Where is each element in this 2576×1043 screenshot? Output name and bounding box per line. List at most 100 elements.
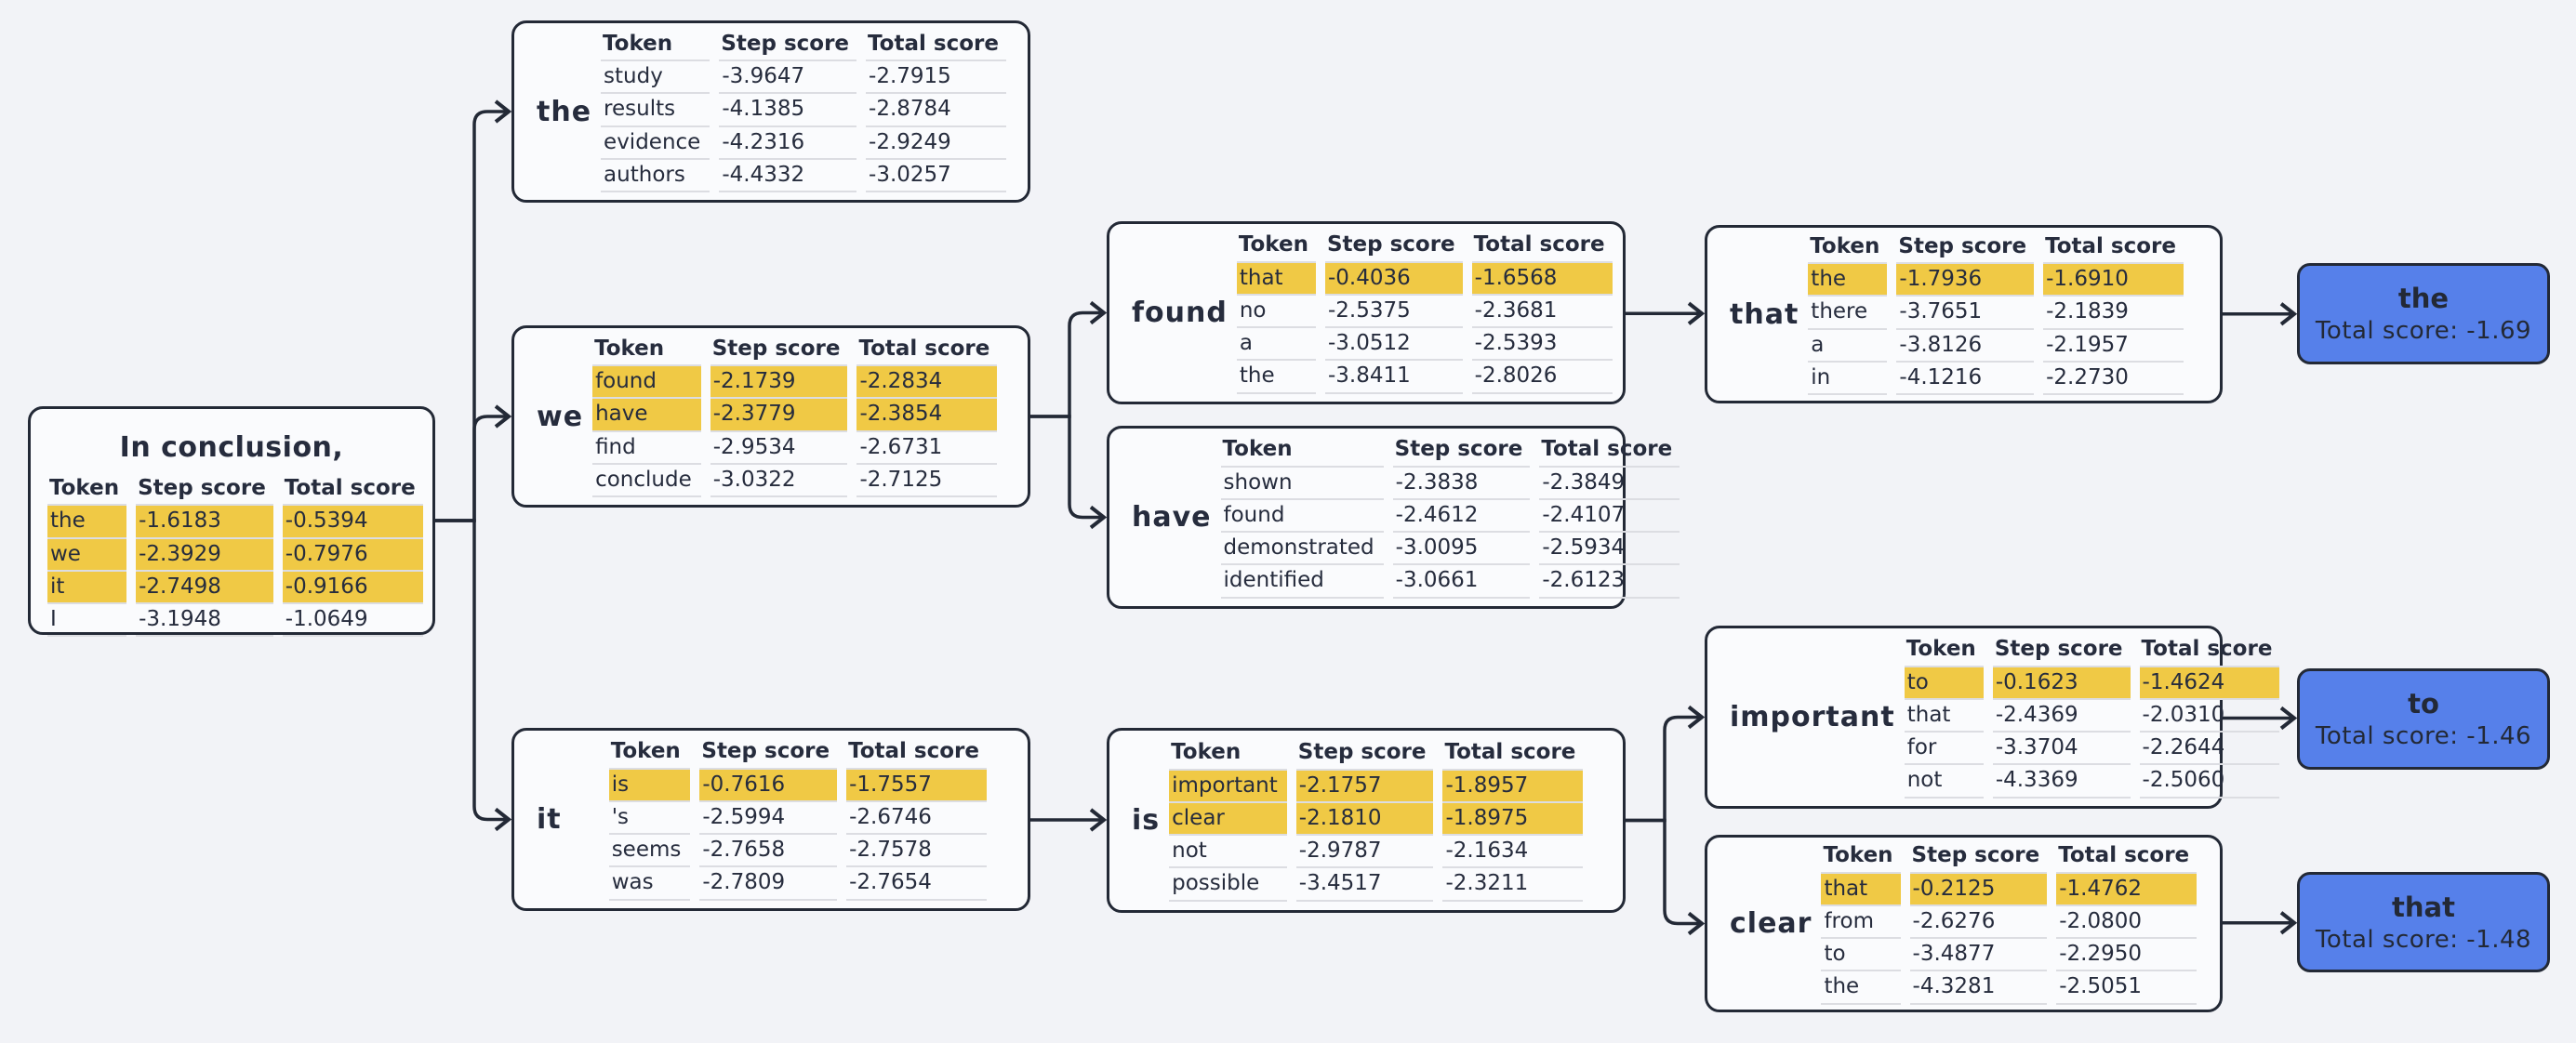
token-cell: we [47, 538, 127, 572]
token-cell: a [1236, 328, 1316, 362]
table-header-cell: Step score [1295, 739, 1434, 771]
step-cell: -4.1385 [719, 94, 857, 127]
total-cell: -2.0800 [2056, 906, 2198, 940]
table-row: results-4.1385-2.8784 [601, 94, 1006, 127]
edge-we-to-found [1030, 300, 1108, 418]
table-row: not-2.9787-2.1634 [1169, 836, 1584, 869]
token-cell: study [601, 61, 710, 95]
total-cell: -2.5051 [2056, 971, 2198, 1005]
token-cell: that [1904, 700, 1984, 733]
token-cell: found [1220, 500, 1384, 534]
final-total-score: Total score: -1.69 [2315, 317, 2532, 345]
step-cell: -3.0661 [1392, 565, 1531, 599]
table-row: there-3.7651-2.1839 [1808, 297, 2184, 330]
step-cell: -0.4036 [1324, 262, 1463, 296]
token-cell: there [1808, 297, 1888, 330]
token-cell: evidence [601, 127, 710, 160]
total-cell: -2.8784 [866, 94, 1006, 127]
total-cell: -2.2644 [2139, 733, 2280, 766]
token-cell: have [592, 399, 701, 432]
table-header-cell: Step score [136, 475, 273, 507]
total-cell: -3.0257 [866, 160, 1006, 193]
step-cell: -0.7616 [699, 769, 838, 802]
token-cell: the [47, 506, 127, 539]
step-cell: -3.7651 [1896, 297, 2035, 330]
table-header-cell: Step score [1896, 233, 2035, 265]
step-cell: -3.4877 [1909, 939, 2048, 972]
step-cell: -3.0512 [1324, 328, 1463, 362]
step-cell: -2.1810 [1295, 802, 1434, 837]
edge-is-to-important [1626, 705, 1706, 823]
token-cell: authors [601, 160, 710, 193]
step-cell: -2.7809 [699, 867, 838, 901]
total-cell: -2.3849 [1539, 468, 1680, 500]
table-row: possible-3.4517-2.3211 [1169, 868, 1584, 902]
total-cell: -2.5060 [2139, 765, 2280, 799]
token-cell: from [1821, 906, 1901, 940]
table-row: was-2.7809-2.7654 [608, 867, 987, 901]
table-row: have-2.3779-2.3854 [592, 399, 998, 432]
token-cell: that [1821, 873, 1901, 906]
table-header-cell: Token [608, 738, 691, 770]
step-cell: -3.0095 [1392, 533, 1531, 566]
table-row: that-2.4369-2.0310 [1904, 700, 2280, 733]
table-row: is-0.7616-1.7557 [608, 769, 987, 802]
table-header-cell: Step score [699, 738, 838, 770]
table-row: we-2.3929-0.7976 [47, 538, 423, 572]
final-token-label: to [2408, 688, 2439, 720]
final-token-label: the [2397, 283, 2450, 314]
token-cell: find [592, 432, 701, 465]
total-cell: -2.2950 [2056, 939, 2198, 972]
table-row: found-2.4612-2.4107 [1220, 500, 1680, 534]
token-cell: it [47, 571, 127, 605]
table-header-cell: Token [1821, 842, 1901, 874]
step-cell: -4.4332 [719, 160, 857, 193]
step-cell: -4.3281 [1909, 971, 2048, 1005]
table-row: the-4.3281-2.5051 [1821, 971, 2198, 1005]
table-header-cell: Step score [710, 336, 848, 367]
table-header-cell: Total score [2056, 842, 2198, 874]
token-cell: possible [1169, 868, 1287, 902]
table-header-cell: Token [1220, 436, 1384, 468]
token-cell: clear [1169, 802, 1287, 837]
table-row: in-4.1216-2.2730 [1808, 363, 2184, 396]
table-row: it-2.7498-0.9166 [47, 571, 423, 605]
table-row: to-3.4877-2.2950 [1821, 939, 2198, 972]
step-cell: -2.5375 [1324, 296, 1463, 329]
table-row: a-3.8126-2.1957 [1808, 330, 2184, 363]
step-cell: -2.7658 [699, 835, 838, 868]
total-cell: -2.1634 [1442, 836, 1584, 869]
final-total-score: Total score: -1.46 [2315, 722, 2532, 750]
total-cell: -1.7557 [846, 769, 987, 802]
edge-is-to-clear [1626, 818, 1706, 936]
step-cell: -2.1757 [1295, 770, 1434, 803]
table-row: for-3.3704-2.2644 [1904, 733, 2280, 766]
table-header-cell: Total score [856, 336, 998, 367]
table-header-cell: Token [1808, 233, 1888, 265]
table-header-cell: Token [601, 31, 710, 62]
edge-root-to-the [435, 99, 512, 522]
total-cell: -0.9166 [282, 571, 423, 605]
table-header-cell: Total score [2139, 636, 2280, 667]
table-header-cell: Token [1236, 231, 1316, 263]
token-cell: the [1821, 971, 1901, 1005]
total-cell: -2.9249 [866, 127, 1006, 160]
table-header-cell: Token [1904, 636, 1984, 667]
table-row: a-3.0512-2.5393 [1236, 328, 1613, 362]
total-cell: -2.3211 [1442, 868, 1584, 902]
